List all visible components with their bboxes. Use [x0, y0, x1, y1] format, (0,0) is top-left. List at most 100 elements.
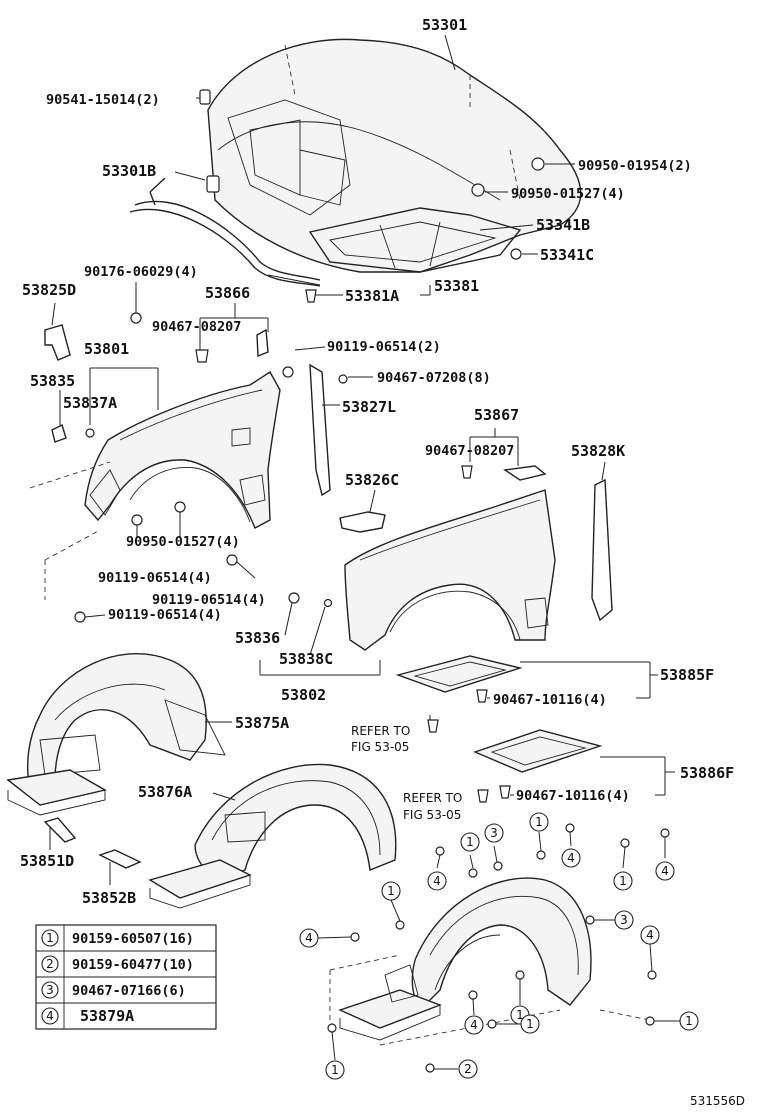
clip-10116-b-part [499, 785, 511, 799]
legend-num-3: 3 [46, 983, 54, 997]
label-fender-group-835: 53835 [30, 372, 75, 390]
svg-text:3: 3 [490, 826, 498, 840]
clip-08207-b-part [461, 465, 473, 479]
svg-text:1: 1 [685, 1014, 693, 1028]
callout-leaders [317, 831, 680, 1070]
legend-num-4: 4 [46, 1009, 54, 1023]
label-bracket-836: 53836 [235, 629, 280, 647]
hood-stopper-fastener [199, 89, 211, 105]
svg-text:4: 4 [470, 1018, 478, 1032]
legend-part-3: 90467-07166(6) [72, 983, 186, 999]
part-labels: 53301 90541-15014(2) 53301B 90950-01954(… [20, 16, 745, 1108]
legend-num-1: 1 [46, 931, 54, 945]
legend-part-1: 90159-60507(16) [72, 931, 194, 947]
liner-875a-drawing [6, 652, 226, 816]
fastener-legend: 1 90159-60507(16) 2 90159-60477(10) 3 90… [35, 924, 217, 1030]
label-clip-07208: 90467-07208(8) [377, 370, 491, 386]
cover-886f-drawing [473, 729, 603, 773]
bracket-826c-drawing [339, 511, 386, 533]
label-seal-hood-c: 53341C [540, 246, 594, 264]
liner-875a-leaders [49, 721, 232, 885]
label-bracket-fender-d: 53825D [22, 281, 76, 299]
label-bracket-826c: 53826C [345, 471, 399, 489]
svg-text:1: 1 [331, 1063, 339, 1077]
bracket-838c-clip [323, 598, 333, 608]
label-cover-886f: 53886F [680, 764, 734, 782]
label-bracket-837a: 53837A [63, 394, 117, 412]
fender-leaders [51, 282, 381, 676]
label-hood: 53301 [422, 16, 467, 34]
legend-part-4: 53879A [80, 1007, 134, 1025]
label-seal-hood-b: 53341B [536, 216, 590, 234]
svg-text:1: 1 [619, 874, 627, 888]
label-fender-group-867: 53867 [474, 406, 519, 424]
bolt-fender-a [131, 514, 143, 526]
label-liner-876a: 53876A [138, 783, 192, 801]
hood-leaders [174, 34, 575, 296]
label-bracket-838c: 53838C [279, 650, 333, 668]
bolt-06514-4c-part [74, 611, 86, 623]
bracket-837a-drawing [51, 424, 67, 443]
clip-08207-a-part [195, 349, 209, 363]
seal-828k-drawing [591, 478, 613, 622]
label-figure-id: 531556D [690, 1094, 745, 1108]
clip-upper-part [130, 312, 142, 324]
label-seal-828k: 53828K [571, 442, 625, 460]
bolt-06514-4a-part [226, 554, 238, 566]
liner-876a-leader [212, 792, 236, 801]
seal-c-clip [510, 248, 522, 260]
label-refer-a-line2: FIG 53-05 [351, 740, 409, 754]
plate-852b-drawing [98, 849, 142, 869]
label-cushion-hood-b: 90950-01527(4) [511, 186, 625, 202]
label-seal-group: 53381 [434, 277, 479, 295]
clip-10116-a-part [476, 689, 488, 703]
label-fender-rear: 53802 [281, 686, 326, 704]
plate-851d-drawing [43, 817, 77, 843]
label-bolt-06514-4b: 90119-06514(4) [152, 592, 266, 608]
svg-text:2: 2 [464, 1062, 472, 1076]
label-cover-885f: 53885F [660, 666, 714, 684]
hood-cushion-part [206, 175, 220, 193]
legend-row-3: 3 90467-07166(6) [41, 981, 186, 999]
label-cushion-01527-b: 90950-01527(4) [126, 534, 240, 550]
legend-row-4: 4 53879A [41, 1007, 134, 1025]
label-refer-b-line2: FIG 53-05 [403, 808, 461, 822]
label-hood-stopper: 90541-15014(2) [46, 92, 160, 108]
cushion-b-part [471, 183, 485, 197]
svg-text:4: 4 [646, 928, 654, 942]
label-refer-a-line1: REFER TO [351, 724, 410, 738]
label-clip-upper: 90176-06029(4) [84, 264, 198, 280]
label-fender-group-866: 53866 [205, 284, 250, 302]
clip-07208-part [338, 374, 348, 384]
label-clip-10116-a: 90467-10116(4) [493, 692, 607, 708]
cover-leaders [429, 661, 675, 796]
label-cushion-hood-a: 90950-01954(2) [578, 158, 692, 174]
svg-text:4: 4 [567, 851, 575, 865]
bolt-06514-2-part [282, 366, 294, 378]
svg-text:4: 4 [433, 874, 441, 888]
legend-part-2: 90159-60477(10) [72, 957, 194, 973]
liner-876a-drawing [148, 763, 397, 909]
hood-drawing [207, 38, 582, 273]
svg-text:3: 3 [620, 913, 628, 927]
hood-seal-strip [134, 200, 321, 281]
rear-fender-leaders [369, 428, 606, 513]
label-plate-851d: 53851D [20, 852, 74, 870]
label-clip-10116-b: 90467-10116(4) [516, 788, 630, 804]
refer-b-clip [477, 789, 489, 803]
seal-827l-drawing [309, 363, 331, 497]
svg-text:4: 4 [305, 931, 313, 945]
label-clip-08207-a: 90467-08207 [152, 319, 241, 335]
legend-row-1: 1 90159-60507(16) [41, 929, 194, 947]
refer-a-clip [427, 719, 439, 733]
label-hood-cushion: 53301B [102, 162, 156, 180]
seal-867-drawing [503, 465, 547, 481]
label-liner-875a: 53875A [235, 714, 289, 732]
seal-866-drawing [256, 328, 269, 358]
label-bolt-06514-4a: 90119-06514(4) [98, 570, 212, 586]
bracket-825d-drawing [44, 324, 71, 361]
callout-circles: 4 1 3 1 4 1 4 1 4 3 4 1 1 4 1 1 2 [299, 812, 699, 1080]
seal-a-clip [305, 289, 317, 303]
label-plate-852b: 53852B [82, 889, 136, 907]
